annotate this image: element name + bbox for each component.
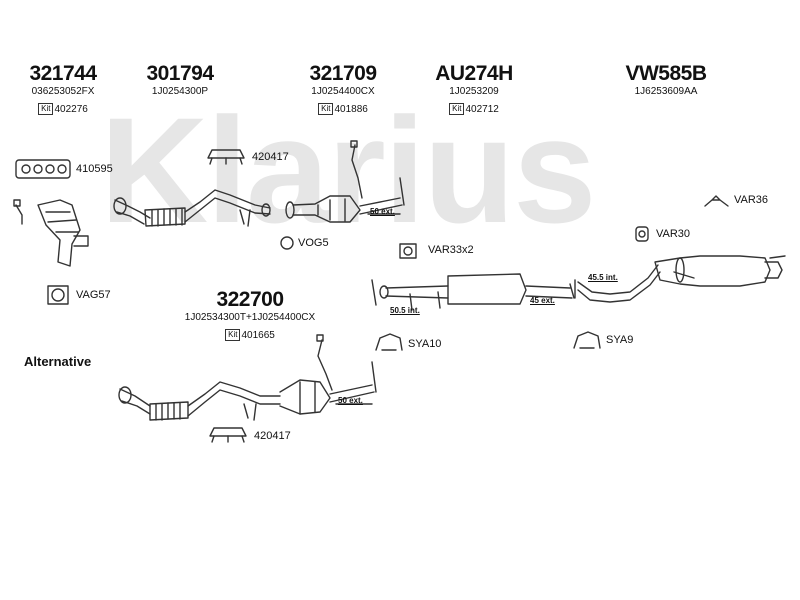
part-321744: 321744 036253052FX Kit 402276 [20, 62, 106, 116]
catalytic-converter-icon [285, 140, 405, 223]
clamp-sya10-icon [375, 333, 403, 351]
rubber-mount-var30-icon [635, 226, 649, 242]
alternative-heading: Alternative [24, 354, 92, 369]
kit-number: 402276 [54, 103, 88, 115]
oem-number: 1J0254300P [151, 86, 209, 97]
brand-watermark: Klarius [100, 86, 597, 254]
kit-label: Kit [449, 103, 465, 115]
part-number: 321709 [309, 62, 377, 85]
dim-ext-bottom: 50 ext. [338, 396, 363, 405]
label-var30: VAR30 [656, 228, 691, 240]
label-var36: VAR36 [734, 194, 769, 206]
kit-label: Kit [38, 103, 54, 115]
kit-label: Kit [225, 329, 241, 341]
kit-label: Kit [318, 103, 334, 115]
oem-number: 036253052FX [31, 86, 95, 97]
clamp-bottom-icon [209, 427, 247, 443]
manifold-gasket-icon [15, 159, 71, 179]
part-number: VW585B [625, 62, 707, 85]
part-au274h: AU274H 1J0253209 Kit 402712 [432, 62, 516, 116]
rubber-mount-var33-icon [399, 243, 417, 259]
oem-number: 1J6253609AA [634, 86, 698, 97]
label-vag57: VAG57 [76, 289, 111, 301]
kit-badge: Kit 401886 [318, 103, 368, 115]
kit-badge: Kit 402712 [449, 103, 499, 115]
o-ring-vog5-icon [280, 236, 294, 250]
kit-number: 401665 [241, 329, 275, 341]
rear-silencer-icon [574, 255, 786, 303]
gasket-vag57-icon [47, 285, 69, 305]
part-number: AU274H [435, 62, 513, 85]
clamp-top-icon [207, 149, 245, 165]
alternative-pipe-icon [118, 334, 377, 421]
oem-number: 1J0254400CX [311, 86, 375, 97]
label-vog5: VOG5 [298, 237, 329, 249]
part-number: 322700 [216, 288, 284, 311]
clamp-sya9-icon [573, 331, 601, 349]
hanger-var36-icon [704, 195, 729, 207]
part-number: 321744 [29, 62, 97, 85]
label-sya10: SYA10 [408, 338, 442, 350]
part-301794: 301794 1J0254300P [140, 62, 220, 98]
middle-silencer-icon [371, 273, 575, 311]
oem-number: 1J02534300T+1J0254400CX [184, 312, 316, 323]
part-number: 301794 [146, 62, 214, 85]
kit-number: 401886 [334, 103, 368, 115]
front-pipe-icon [113, 189, 271, 227]
dim-int-mid: 50.5 int. [390, 306, 420, 315]
dim-ext-mid: 45 ext. [530, 296, 555, 305]
label-420417-top: 420417 [252, 151, 289, 163]
dim-ext-top: 50 ext. [370, 207, 395, 216]
label-var33: VAR33x2 [428, 244, 474, 256]
kit-badge: Kit 402276 [38, 103, 88, 115]
label-410595: 410595 [76, 163, 113, 175]
part-vw585b: VW585B 1J6253609AA [616, 62, 716, 98]
exhaust-manifold-icon [13, 199, 89, 267]
kit-number: 402712 [465, 103, 499, 115]
kit-badge: Kit 401665 [225, 329, 275, 341]
dim-int-rear: 45.5 int. [588, 273, 618, 282]
label-sya9: SYA9 [606, 334, 634, 346]
oem-number: 1J0253209 [449, 86, 499, 97]
label-420417-bottom: 420417 [254, 430, 291, 442]
part-321709: 321709 1J0254400CX Kit 401886 [300, 62, 386, 116]
part-322700: 322700 1J02534300T+1J0254400CX Kit 40166… [170, 288, 330, 342]
